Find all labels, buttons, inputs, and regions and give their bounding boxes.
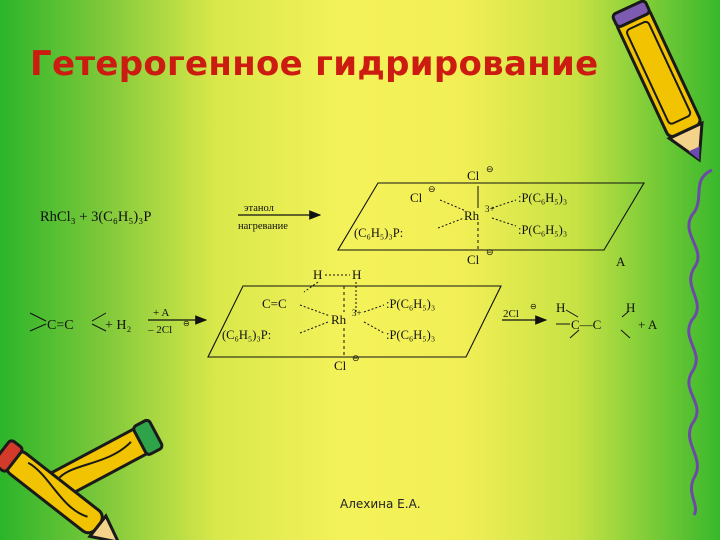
r2-h-left: H [313, 267, 322, 282]
r1-bond-p-tr [491, 199, 517, 209]
r1-bond-p-left [437, 217, 465, 229]
r2-product-h-right: H [626, 300, 635, 315]
r2-product-h-left: H [556, 300, 565, 315]
r2-arrow2-above: 2Cl [503, 308, 519, 320]
r2-alkene-bound: C=C [262, 296, 287, 311]
r2-rh: Rh [331, 312, 347, 327]
r1-cl-left: Cl [410, 190, 423, 205]
r1-ligand-top-right: :P(C₆H₅)₃ [518, 191, 567, 205]
r2-plus-a: + A [638, 317, 658, 332]
r2-bond-p-left [299, 321, 329, 334]
r1-cl-left-charge: ⊖ [428, 184, 436, 194]
r2-ligand-bottom-right: :P(C₆H₅)₃ [386, 328, 435, 342]
r2-bond-h-c [303, 281, 319, 293]
r2-coordination-plane [207, 285, 502, 358]
r2-cl-bottom-charge: ⊖ [352, 353, 360, 363]
r2-ligand-top-right: :P(C₆H₅)₃ [386, 297, 435, 311]
r1-bond-p-br [491, 217, 517, 227]
r2-alkene: C=C [47, 318, 74, 333]
r2-cl-bottom: Cl [334, 358, 347, 373]
r2-arrow-above: + A [153, 307, 169, 319]
r2-alkene-bond-3 [91, 312, 107, 322]
r1-cl-bottom-charge: ⊖ [486, 247, 494, 257]
author-name: Алехина Е.А. [340, 497, 421, 511]
r1-bond-cl-left [439, 199, 467, 212]
r2-arrow-below: – 2Cl [147, 324, 172, 336]
r2-product-bond-h1 [565, 309, 579, 318]
r1-cl-bottom: Cl [467, 252, 480, 267]
r2-rh-charge: 3+ [352, 308, 362, 318]
r2-product-bond-dl [569, 329, 580, 339]
r1-ligand-left: (C₆H₅)₃P: [354, 226, 403, 240]
r2-product: C—C [571, 317, 601, 332]
r2-product-bond-h2 [621, 311, 629, 318]
r2-plus-h2: + H₂ [105, 318, 132, 333]
r2-alkene-bond-1 [29, 312, 47, 322]
r1-ligand-bottom-right: :P(C₆H₅)₃ [518, 223, 567, 237]
r2-product-bond-dr [620, 329, 631, 339]
r1-rh-charge: 3+ [485, 204, 495, 214]
r2-h-right: H [352, 267, 361, 282]
r2-alkene-bond-4 [91, 323, 107, 332]
r1-complex-label: A [616, 254, 626, 269]
r2-ligand-left: (C₆H₅)₃P: [222, 328, 271, 342]
r2-bond-alkene-rh [299, 304, 331, 317]
r2-alkene-bond-2 [29, 323, 47, 332]
r1-arrow-below: нагревание [238, 221, 288, 232]
r2-arrow2-charge: ⊖ [530, 302, 537, 311]
r2-bond-p-tr [363, 304, 385, 313]
r2-arrow-below-charge: ⊖ [183, 319, 190, 328]
r1-cl-top-charge: ⊖ [486, 164, 494, 174]
r1-cl-top: Cl [467, 168, 480, 183]
r1-reactants: RhCl₃ + 3(C₆H₅)₃P [40, 209, 151, 225]
r1-coordination-plane [337, 182, 645, 251]
r1-rh: Rh [464, 208, 480, 223]
slide-title: Гетерогенное гидрирование [30, 44, 599, 84]
r1-arrow-above: этанол [244, 203, 274, 214]
